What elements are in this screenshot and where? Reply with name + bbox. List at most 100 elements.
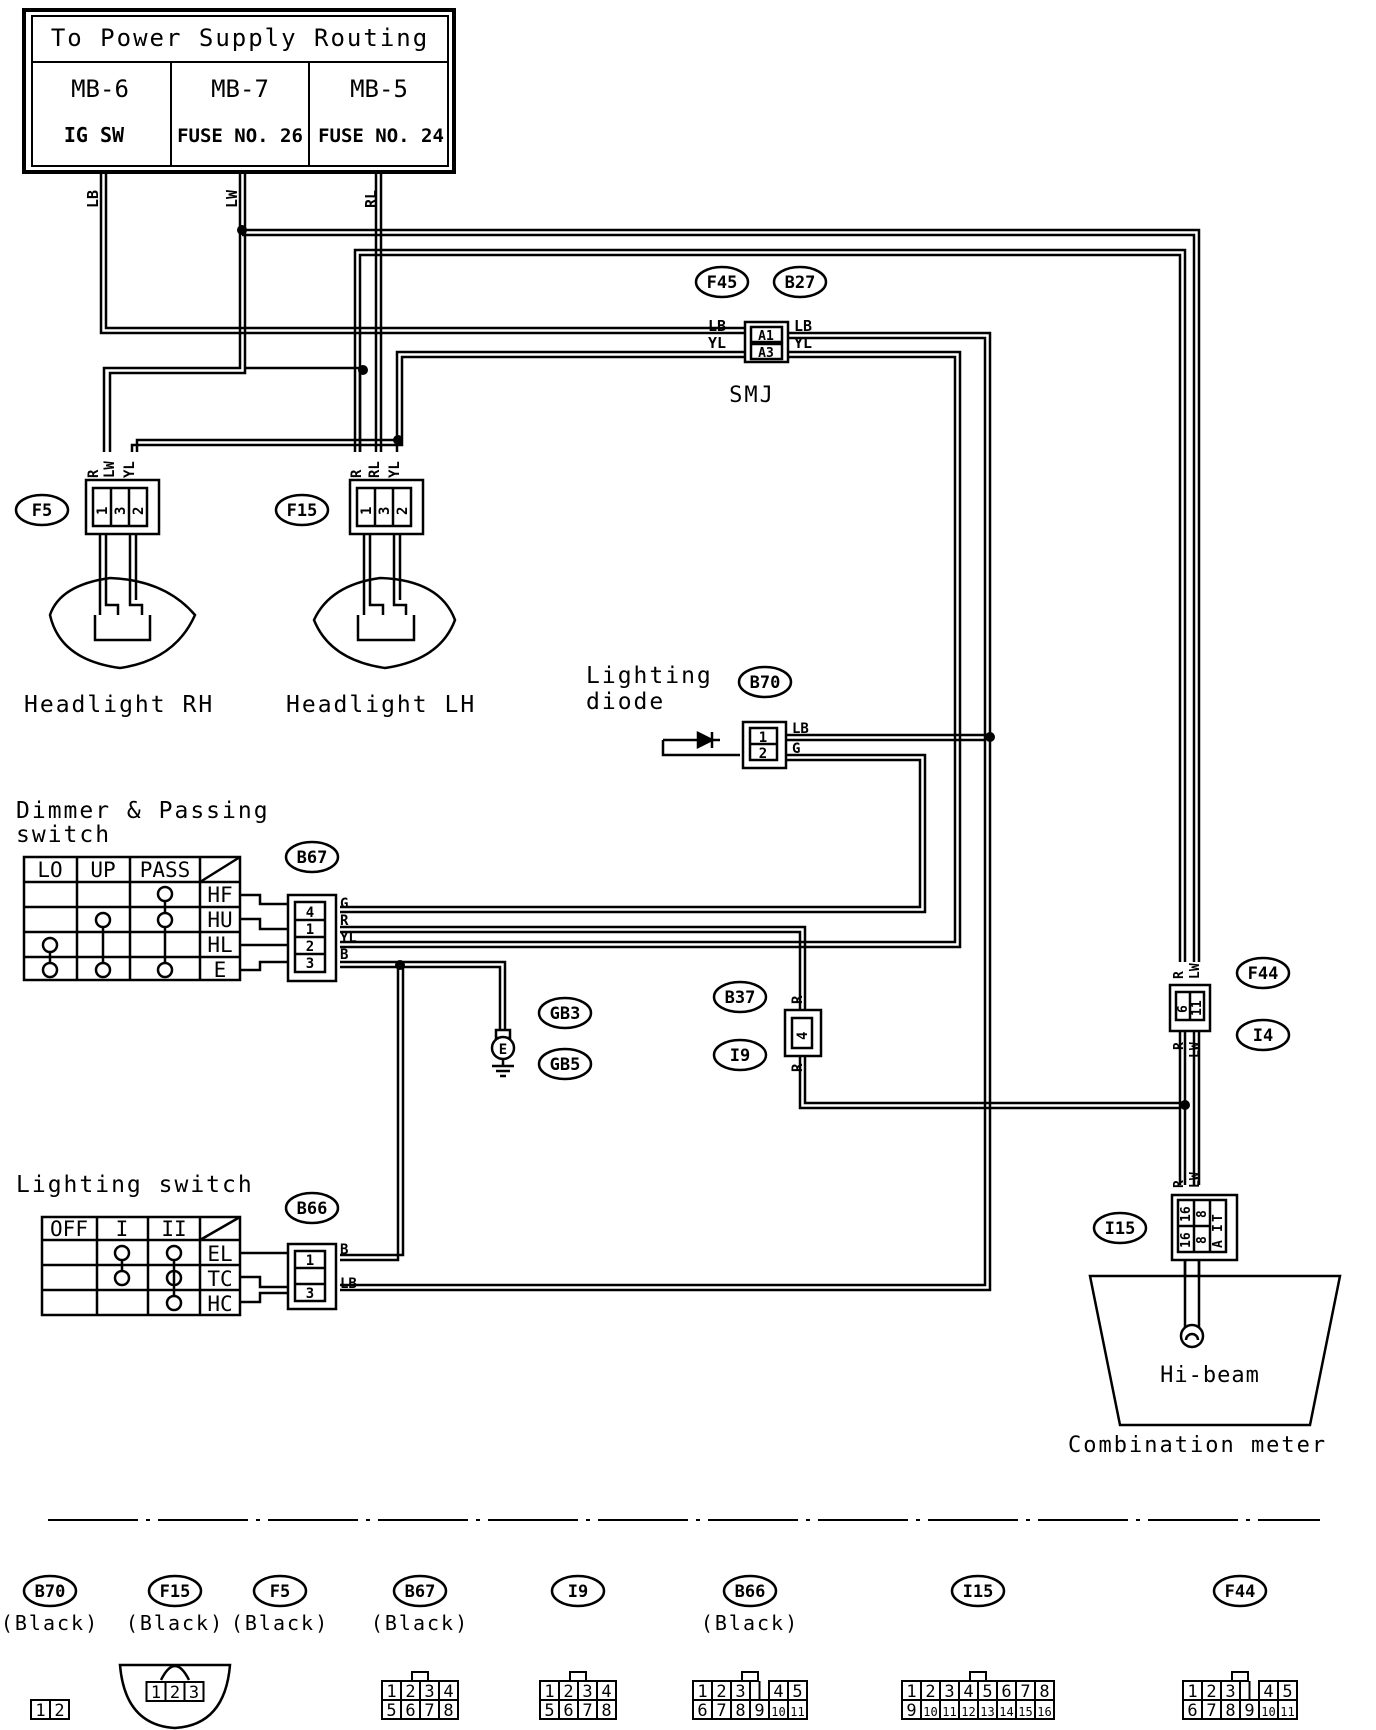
power-supply-title: To Power Supply Routing: [51, 24, 429, 52]
connector-id-label: B67: [297, 848, 328, 868]
connector-view-id-oval: [252, 1574, 308, 1608]
connector-latch: [411, 1671, 429, 1682]
connector-view-id: F5: [270, 1582, 290, 1602]
connector-pin-number: 3: [944, 1682, 954, 1702]
connector-pin-cell: [596, 1699, 617, 1720]
connector-id-label: F15: [287, 501, 318, 521]
connector-pin-number: 15: [1018, 1705, 1032, 1719]
dimmer-row-label: HU: [207, 908, 232, 932]
combination-meter-label: Combination meter: [1068, 1433, 1327, 1458]
pin-label: 3: [377, 507, 393, 515]
dimmer-connector: [286, 893, 338, 983]
connector-pin-number: 6: [697, 1701, 707, 1721]
power-cell-desc: FUSE NO. 24: [318, 125, 444, 147]
lighting-row-label: HC: [207, 1292, 232, 1316]
connector-pin-number: 8: [443, 1701, 453, 1721]
connector-id-label: B70: [750, 673, 781, 693]
combination-meter: [1088, 1193, 1342, 1427]
connector-pin-cell: [49, 1699, 70, 1720]
lighting-col-label: I: [116, 1217, 129, 1241]
connector-pin-number: 1: [906, 1682, 916, 1702]
connector-pin-number: 2: [925, 1682, 935, 1702]
connector-view-id-oval: [722, 1574, 778, 1608]
dimmer-switch-label: switch: [16, 822, 111, 848]
connector-view-id: B67: [405, 1582, 436, 1602]
power-cell-desc: FUSE NO. 26: [177, 125, 303, 147]
pin-label: 3: [306, 956, 314, 972]
connector-id-label: I9: [730, 1046, 750, 1066]
connector-pin-cell: [1034, 1699, 1055, 1720]
connector-pin-number: 1: [386, 1682, 396, 1702]
wire-label: R: [1172, 971, 1187, 979]
connector-pin-number: 1: [544, 1682, 554, 1702]
connector-pin-number: 5: [544, 1701, 554, 1721]
pin-label: 11: [1190, 1000, 1205, 1016]
connector-pin-number: 3: [582, 1682, 592, 1702]
connector-pin-number: 7: [424, 1701, 434, 1721]
connector-pin-number: 7: [582, 1701, 592, 1721]
lighting-diode-label: diode: [586, 689, 665, 715]
pin-label: 3: [113, 507, 129, 515]
wire-label: YL: [340, 930, 357, 946]
lighting-diode: [696, 720, 788, 770]
side-label: I: [1211, 1224, 1226, 1232]
side-label: A: [1211, 1240, 1226, 1248]
wire-label: LB: [794, 317, 812, 335]
connector-pin-cell: [1277, 1699, 1298, 1720]
dimmer-col-label: UP: [90, 858, 115, 882]
connector-pin-number: 3: [735, 1682, 745, 1702]
wire-label: R: [349, 469, 365, 478]
connector-id-label: GB5: [550, 1055, 581, 1075]
connector-pin-number: 8: [1225, 1701, 1235, 1721]
wire-label: R: [86, 469, 102, 478]
connector-view-id-oval: [147, 1574, 203, 1608]
wire-label: B: [340, 947, 348, 963]
power-cell-name: MB-7: [211, 75, 269, 103]
wire-label: LW: [1188, 1042, 1203, 1058]
wire-label: B: [340, 1242, 348, 1258]
connector-id-label: GB3: [550, 1004, 581, 1024]
connector-id-label: F44: [1248, 964, 1279, 984]
wire-label: R: [790, 995, 806, 1004]
connector-latch: [1231, 1671, 1249, 1682]
lighting-diode-label: Lighting: [586, 663, 713, 689]
pin-label: 16: [1179, 1206, 1194, 1222]
dimmer-row-label: E: [214, 958, 227, 982]
connector-view-id-oval: [392, 1574, 448, 1608]
wire-label: RL: [362, 190, 380, 208]
connector-pin-number: 5: [792, 1682, 802, 1702]
lighting-row-label: EL: [207, 1242, 232, 1266]
connector-view-id: F15: [160, 1582, 191, 1602]
connector-id-label: B27: [785, 273, 816, 293]
connector-pin-number: 9: [906, 1701, 916, 1721]
hi-beam-label: Hi-beam: [1160, 1363, 1260, 1388]
lighting-switch-label: Lighting switch: [16, 1172, 254, 1198]
dimmer-row-label: HL: [207, 933, 232, 957]
pin-label: 4: [306, 905, 314, 921]
connector-pin-number: 10: [1261, 1705, 1275, 1719]
connector-view-color: (Black): [1, 1611, 99, 1635]
wire-label: YL: [122, 461, 138, 478]
connector-view-id-oval: [1212, 1574, 1268, 1608]
wire-label: LB: [340, 1276, 357, 1292]
f44-connector: [1168, 983, 1212, 1033]
connector-pin-number: 4: [443, 1682, 453, 1702]
smj-connector: [743, 320, 790, 364]
ground-symbol: [490, 1028, 516, 1078]
lighting-switch-connector: [286, 1242, 338, 1311]
connector-pin-number: 8: [735, 1701, 745, 1721]
connector-view: F5(Black): [231, 1574, 327, 1635]
pin-label: 2: [131, 507, 147, 515]
connector-pin-cell: [787, 1699, 808, 1720]
connector-housing: [118, 1663, 232, 1730]
wire-label: YL: [387, 461, 403, 478]
connector-view-color: (Black): [371, 1611, 469, 1635]
connector-pin-number: 4: [601, 1682, 611, 1702]
connector-pin-number: 3: [424, 1682, 434, 1702]
connector-pin-number: 9: [1244, 1701, 1254, 1721]
